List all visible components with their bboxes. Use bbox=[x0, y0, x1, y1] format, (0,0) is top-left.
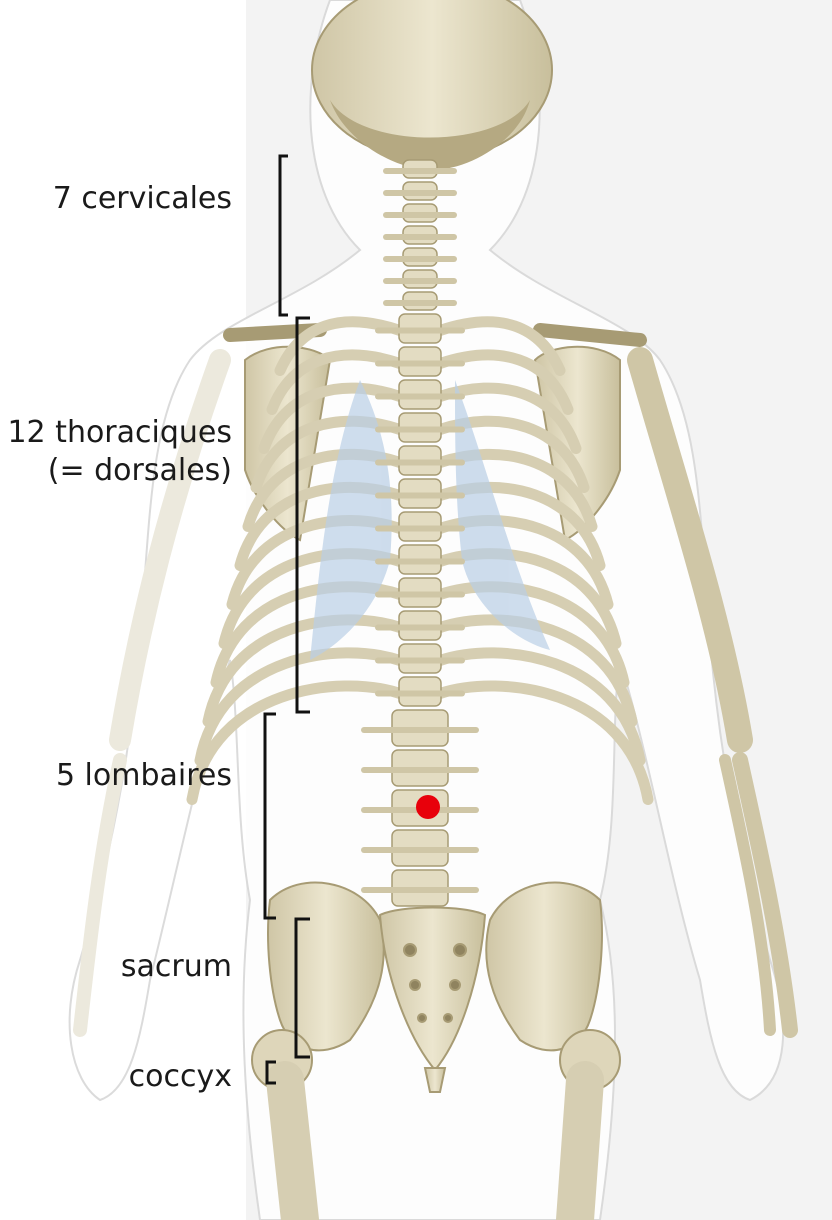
label-sacrum: sacrum bbox=[121, 948, 232, 986]
label-coccyx: coccyx bbox=[129, 1058, 232, 1096]
label-thoracic: 12 thoraciques bbox=[7, 414, 232, 452]
label-cervical: 7 cervicales bbox=[53, 180, 232, 218]
lumbar-pain-marker bbox=[416, 795, 440, 819]
label-thoracic-dorsal: (= dorsales) bbox=[48, 452, 232, 490]
label-lumbar: 5 lombaires bbox=[56, 757, 232, 795]
